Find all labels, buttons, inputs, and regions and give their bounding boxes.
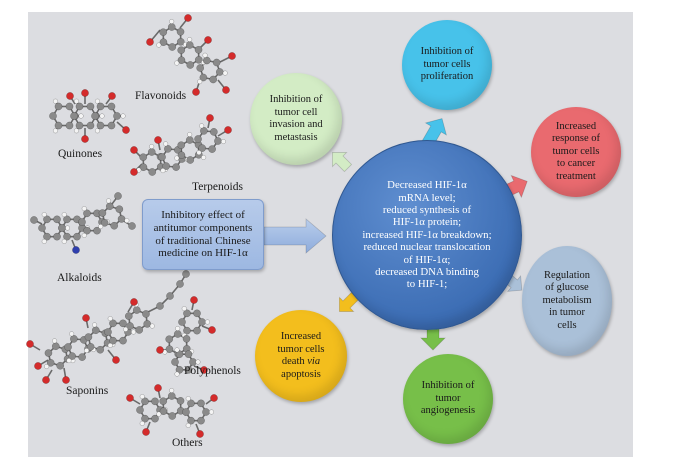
label-others: Others — [172, 437, 203, 449]
effect-apoptosis-circle: Increased tumor cells death via apoptosi… — [255, 310, 347, 402]
alkaloids-molecule-icon — [30, 192, 136, 254]
flavonoids-molecule-icon — [146, 14, 236, 96]
effect-glucose-circle: Regulation of glucose metabolism in tumo… — [522, 246, 612, 356]
hif1a-mechanism-text: Decreased HIF-1α mRNA level; reduced syn… — [362, 179, 492, 291]
quinones-molecule-icon — [49, 89, 130, 143]
effect-response-circle: Increased response of tumor cells to can… — [531, 107, 621, 197]
inhibitory-effect-text: Inhibitory effect of antitumor component… — [153, 209, 253, 260]
effect-angiogenesis-text: Inhibition of tumor angiogenesis — [420, 380, 476, 417]
effect-invasion-text: Inhibition of tumor cell invasion and me… — [269, 94, 323, 143]
effect-apoptosis-text: Increased tumor cells death via apoptosi… — [277, 331, 325, 380]
label-terpenoids: Terpenoids — [192, 181, 243, 193]
effect-invasion-circle: Inhibition of tumor cell invasion and me… — [250, 73, 342, 165]
polyphenols-molecule-icon — [156, 296, 216, 377]
arrow-to-apoptosis — [339, 291, 360, 312]
label-saponins: Saponins — [66, 385, 109, 397]
effect-response-text: Increased response of tumor cells to can… — [551, 120, 601, 182]
effect-glucose-text: Regulation of glucose metabolism in tumo… — [542, 269, 592, 331]
saponins-molecule-icon — [26, 270, 190, 384]
arrow-to-invasion — [332, 152, 353, 173]
label-polyphenols: Polyphenols — [184, 365, 241, 377]
effect-angiogenesis-circle: Inhibition of tumor angiogenesis — [403, 354, 493, 444]
effect-proliferation-circle: Inhibition of tumor cells proliferation — [402, 20, 492, 110]
label-quinones: Quinones — [58, 148, 103, 160]
arrow-main-to-center — [263, 218, 327, 254]
effect-proliferation-text: Inhibition of tumor cells proliferation — [420, 46, 474, 83]
label-alkaloids: Alkaloids — [57, 272, 102, 284]
others-molecule-icon — [126, 384, 218, 438]
label-flavonoids: Flavonoids — [135, 90, 187, 102]
inhibitory-effect-box: Inhibitory effect of antitumor component… — [142, 199, 264, 270]
terpenoids-molecule-icon — [130, 114, 232, 176]
hif1a-mechanism-circle: Decreased HIF-1α mRNA level; reduced syn… — [332, 140, 522, 330]
